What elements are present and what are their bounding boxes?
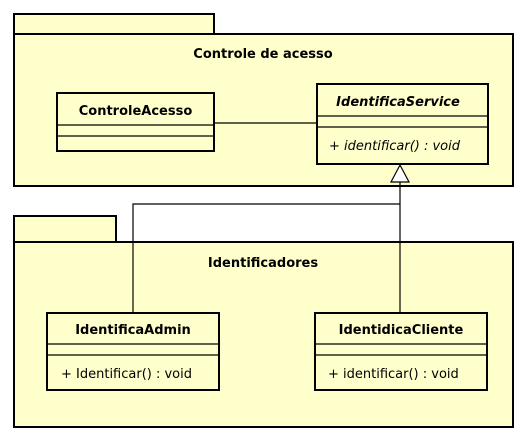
- class-operation: + identificar() : void: [329, 139, 461, 154]
- class-name: ControleAcesso: [79, 104, 193, 119]
- package-tab: [13, 215, 117, 243]
- class-box: [316, 83, 489, 165]
- class-name: IdentificaService: [336, 95, 460, 110]
- class-identidica-cliente[interactable]: IdentidicaCliente + identificar() : void: [314, 312, 488, 391]
- class-controle-acesso[interactable]: ControleAcesso: [56, 92, 215, 152]
- generalization-line-admin: [132, 203, 400, 313]
- class-identifica-service[interactable]: IdentificaService + identificar() : void: [316, 83, 489, 165]
- class-box: [56, 92, 215, 152]
- class-operation: + Identificar() : void: [61, 367, 192, 382]
- package-title: Controle de acesso: [193, 47, 333, 62]
- class-operation: + identificar() : void: [328, 367, 459, 382]
- generalization-connector: [132, 163, 410, 313]
- class-identifica-admin[interactable]: IdentificaAdmin + Identificar() : void: [46, 312, 220, 391]
- generalization-arrowhead: [390, 163, 410, 183]
- class-name: IdentidicaCliente: [339, 323, 464, 338]
- class-box: [314, 312, 488, 391]
- class-name: IdentificaAdmin: [75, 323, 191, 338]
- package-title: Identificadores: [208, 256, 318, 271]
- class-box: [46, 312, 220, 391]
- package-tab: [13, 13, 215, 35]
